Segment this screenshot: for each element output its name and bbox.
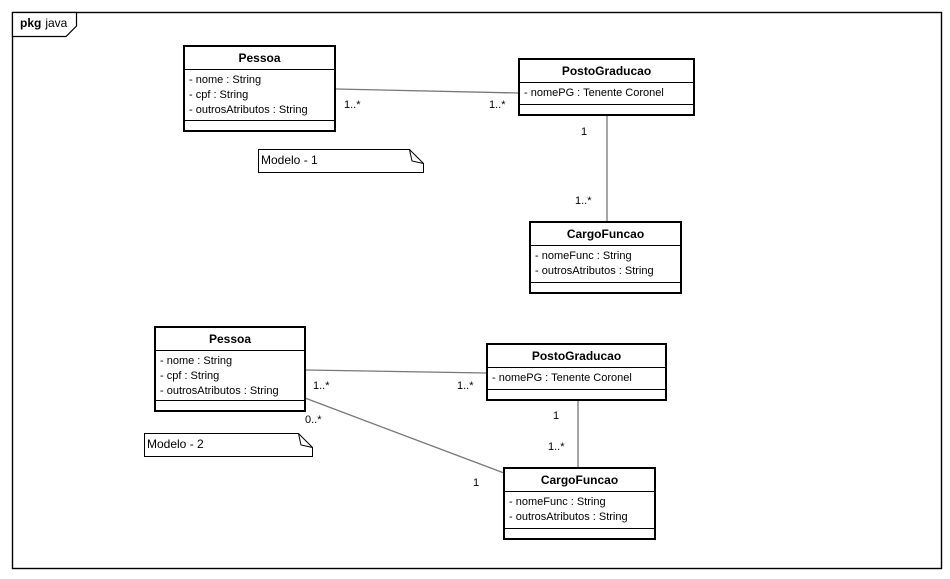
class-cargofuncao-m1[interactable]: CargoFuncao - nomeFunc : String - outros… bbox=[529, 221, 682, 294]
note-fold-icon bbox=[409, 149, 424, 164]
note-label-modelo-1: Modelo - 1 bbox=[261, 153, 318, 167]
class-attribute: - outrosAtributos : String bbox=[189, 104, 308, 116]
multiplicity-label[interactable]: 1 bbox=[581, 126, 588, 138]
multiplicity-label[interactable]: 1 bbox=[553, 410, 560, 422]
association-pessoa-postograducao-m2[interactable] bbox=[305, 369, 487, 374]
multiplicity-label[interactable]: 1..* bbox=[344, 99, 361, 111]
class-attribute: - nomePG : Tenente Coronel bbox=[492, 372, 632, 384]
diagram-frame bbox=[11, 11, 943, 570]
class-attributes: - nome : String - cpf : String - outrosA… bbox=[185, 70, 334, 121]
multiplicity-label[interactable]: 1..* bbox=[313, 380, 330, 392]
class-postograducao-m1[interactable]: PostoGraducao - nomePG : Tenente Coronel bbox=[518, 58, 695, 116]
class-operations-empty bbox=[156, 401, 304, 410]
class-title: CargoFuncao bbox=[531, 223, 680, 246]
note-label-modelo-2: Modelo - 2 bbox=[147, 437, 204, 451]
class-attribute: - nomeFunc : String bbox=[509, 496, 606, 508]
class-attribute: - cpf : String bbox=[160, 370, 220, 382]
multiplicity-label[interactable]: 1..* bbox=[457, 380, 474, 392]
class-attribute: - outrosAtributos : String bbox=[160, 385, 279, 397]
class-attributes: - nomeFunc : String - outrosAtributos : … bbox=[505, 492, 654, 529]
association-pessoa-postograducao-m1[interactable] bbox=[335, 88, 519, 94]
association-pessoa-cargofuncao-m2[interactable] bbox=[304, 397, 505, 474]
multiplicity-label[interactable]: 1..* bbox=[548, 441, 565, 453]
class-attribute: - cpf : String bbox=[189, 89, 249, 101]
class-attribute: - nomePG : Tenente Coronel bbox=[524, 87, 664, 99]
class-attribute: - outrosAtributos : String bbox=[535, 265, 654, 277]
class-title: PostoGraducao bbox=[520, 60, 693, 83]
note-shape-modelo-1[interactable] bbox=[258, 149, 424, 173]
class-postograducao-m2[interactable]: PostoGraducao - nomePG : Tenente Coronel bbox=[486, 343, 667, 401]
class-attribute: - outrosAtributos : String bbox=[509, 511, 628, 523]
multiplicity-label[interactable]: 1 bbox=[473, 477, 480, 489]
class-pessoa-m2[interactable]: Pessoa - nome : String - cpf : String - … bbox=[154, 326, 306, 412]
class-attributes: - nome : String - cpf : String - outrosA… bbox=[156, 351, 304, 401]
class-operations-empty bbox=[520, 105, 693, 114]
note-shape-modelo-2[interactable] bbox=[144, 433, 313, 457]
class-attributes: - nomeFunc : String - outrosAtributos : … bbox=[531, 246, 680, 283]
package-keyword: pkg bbox=[20, 16, 42, 30]
class-cargofuncao-m2[interactable]: CargoFuncao - nomeFunc : String - outros… bbox=[503, 467, 656, 540]
class-title: PostoGraducao bbox=[488, 345, 665, 368]
class-title: Pessoa bbox=[156, 328, 304, 351]
multiplicity-label[interactable]: 1..* bbox=[575, 195, 592, 207]
class-title: Pessoa bbox=[185, 47, 334, 70]
class-attributes: - nomePG : Tenente Coronel bbox=[520, 83, 693, 105]
class-attribute: - nome : String bbox=[189, 74, 262, 86]
multiplicity-label[interactable]: 1..* bbox=[489, 99, 506, 111]
class-operations-empty bbox=[531, 283, 680, 292]
note-fold-icon bbox=[298, 433, 313, 448]
package-name: java bbox=[45, 16, 68, 30]
class-operations-empty bbox=[505, 529, 654, 538]
class-attribute: - nomeFunc : String bbox=[535, 250, 632, 262]
multiplicity-label[interactable]: 0..* bbox=[305, 414, 322, 426]
class-pessoa-m1[interactable]: Pessoa - nome : String - cpf : String - … bbox=[183, 45, 336, 132]
class-title: CargoFuncao bbox=[505, 469, 654, 492]
class-attribute: - nome : String bbox=[160, 355, 233, 367]
class-operations-empty bbox=[185, 121, 334, 130]
class-operations-empty bbox=[488, 390, 665, 399]
package-tab-shape bbox=[11, 11, 78, 38]
class-attributes: - nomePG : Tenente Coronel bbox=[488, 368, 665, 390]
